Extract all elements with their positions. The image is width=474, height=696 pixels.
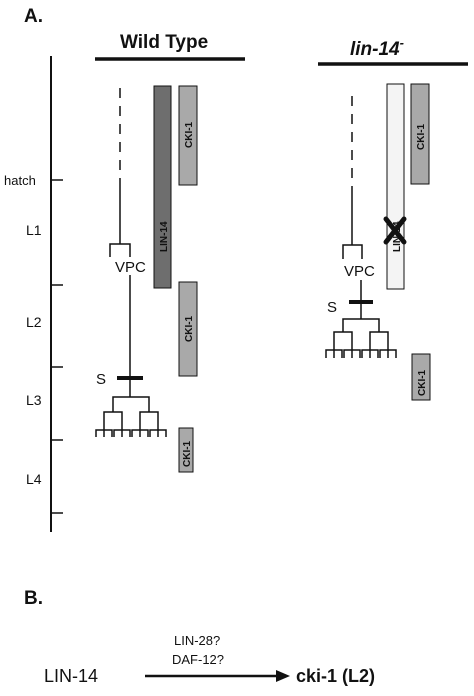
wt-cki-l2-bar bbox=[178, 281, 198, 377]
wt-right-division bbox=[139, 411, 159, 425]
mut-cki-late-label: CKI-1 bbox=[417, 369, 428, 396]
mut-left-division bbox=[333, 331, 353, 345]
wt-cki-early-box: CKI-1 bbox=[178, 85, 198, 186]
wt-lin14-box: LIN-14 bbox=[153, 85, 172, 289]
wt-vpc-label: VPC bbox=[115, 259, 146, 276]
mut-cki-early-label: CKI-1 bbox=[416, 123, 427, 150]
mut-lin14-box: LIN-14 bbox=[383, 83, 407, 290]
mut-cki-early-bar bbox=[410, 83, 430, 185]
mut-s-label: S bbox=[327, 299, 337, 316]
hatch-label: hatch bbox=[4, 173, 36, 188]
mut-daughters-3 bbox=[361, 349, 379, 358]
wt-cki-early-label: CKI-1 bbox=[184, 121, 195, 148]
wt-first-division bbox=[109, 243, 131, 257]
wt-cki-late-bar bbox=[178, 427, 194, 473]
mutant-title-text: lin-14 bbox=[350, 39, 400, 60]
mut-lin14-bar bbox=[386, 83, 405, 290]
pathway-arrow-head bbox=[276, 670, 290, 682]
wt-second-division bbox=[112, 396, 150, 412]
deletion-x-icon bbox=[383, 216, 407, 245]
wt-daughters-1 bbox=[95, 429, 113, 437]
wt-lin14-label: LIN-14 bbox=[159, 221, 170, 252]
wt-daughters-4 bbox=[149, 429, 167, 437]
pathway-source: LIN-14 bbox=[44, 666, 98, 686]
mut-daughters-4 bbox=[379, 349, 397, 358]
wt-cki-late-box: CKI-1 bbox=[178, 427, 194, 473]
wt-cki-late-label: CKI-1 bbox=[182, 440, 193, 467]
mutant-title-superscript: - bbox=[400, 35, 404, 50]
mut-right-division bbox=[369, 331, 389, 345]
stage-label-l2: L2 bbox=[26, 314, 42, 330]
pathway-intermediate-2: DAF-12? bbox=[172, 652, 224, 667]
wt-cki-l2-label: CKI-1 bbox=[184, 315, 195, 342]
mut-second-division bbox=[342, 318, 380, 332]
mut-daughters-2 bbox=[343, 349, 361, 358]
wt-lin14-bar bbox=[153, 85, 172, 289]
stage-label-l1: L1 bbox=[26, 222, 42, 238]
stage-label-l3: L3 bbox=[26, 392, 42, 408]
pathway-target: cki-1 (L2) bbox=[296, 666, 375, 686]
mut-first-division bbox=[342, 244, 363, 259]
mutant-title: lin-14- bbox=[350, 35, 404, 60]
pathway-arrow bbox=[145, 670, 290, 682]
wt-cki-early-bar bbox=[178, 85, 198, 186]
mutant-lineage bbox=[325, 96, 397, 358]
panel-a-label: A. bbox=[24, 6, 43, 27]
mut-cki-early-box: CKI-1 bbox=[410, 83, 430, 185]
wild-type-lineage bbox=[95, 88, 167, 437]
stage-label-l4: L4 bbox=[26, 471, 42, 487]
time-axis bbox=[50, 56, 63, 532]
pathway-intermediate-1: LIN-28? bbox=[174, 633, 220, 648]
wt-cki-l2-box: CKI-1 bbox=[178, 281, 198, 377]
wt-left-division bbox=[103, 411, 123, 425]
wt-daughters-2 bbox=[113, 429, 131, 437]
mut-vpc-label: VPC bbox=[344, 263, 375, 280]
mut-cki-late-box: CKI-1 bbox=[411, 353, 431, 401]
wt-daughters-3 bbox=[131, 429, 149, 437]
panel-b-label: B. bbox=[24, 588, 43, 609]
wild-type-title: Wild Type bbox=[120, 32, 208, 53]
wt-s-label: S bbox=[96, 371, 106, 388]
mut-cki-late-bar bbox=[411, 353, 431, 401]
mut-daughters-1 bbox=[325, 349, 343, 358]
